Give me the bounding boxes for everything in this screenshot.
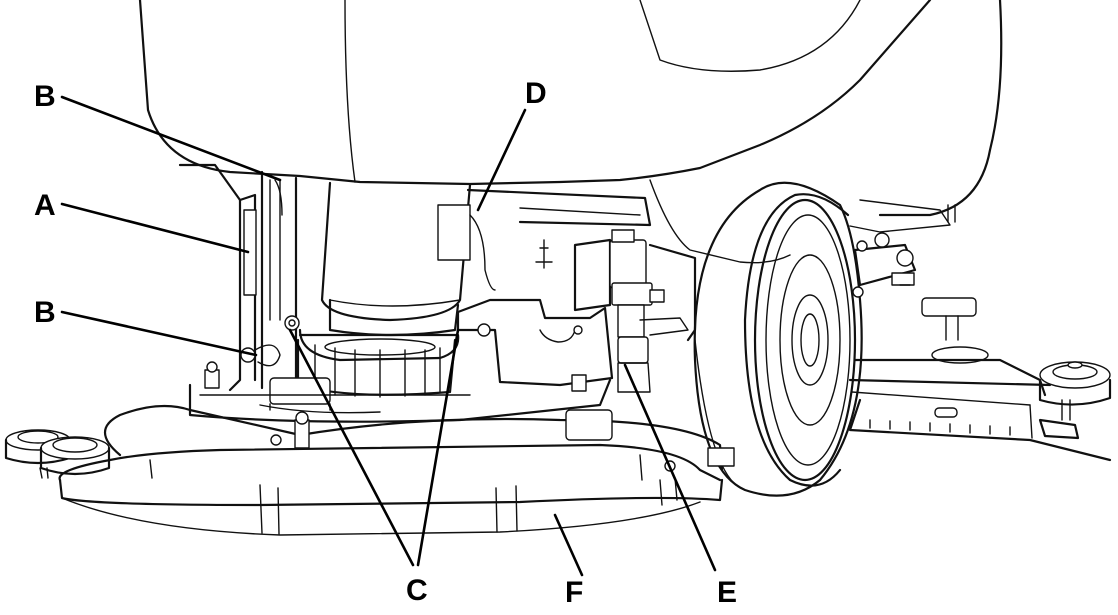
callout-b-top: B — [34, 80, 56, 113]
squeegee-assembly — [848, 232, 1112, 462]
leader-b-mid — [60, 310, 258, 357]
motor-column — [269, 181, 496, 411]
callout-e: E — [717, 576, 737, 609]
callout-a: A — [34, 189, 56, 222]
leader-a — [60, 202, 250, 254]
callout-d: D — [525, 77, 547, 110]
leader-d — [476, 108, 527, 212]
leader-f — [553, 513, 584, 577]
valve-assembly — [204, 188, 697, 393]
left-casters — [4, 429, 111, 479]
leader-b-top — [60, 95, 282, 182]
leader-lines — [60, 95, 717, 577]
machine-body — [138, 0, 1003, 264]
callout-f: F — [565, 576, 583, 609]
wheel — [693, 181, 863, 497]
leader-c-left — [288, 328, 415, 567]
leader-e — [623, 363, 717, 572]
callout-labels: A B B C D E F — [34, 77, 737, 609]
callout-c: C — [406, 574, 428, 607]
brush-deck — [58, 378, 735, 536]
left-bracket — [178, 163, 300, 392]
callout-b-mid: B — [34, 296, 56, 329]
leader-c-right — [416, 328, 460, 567]
